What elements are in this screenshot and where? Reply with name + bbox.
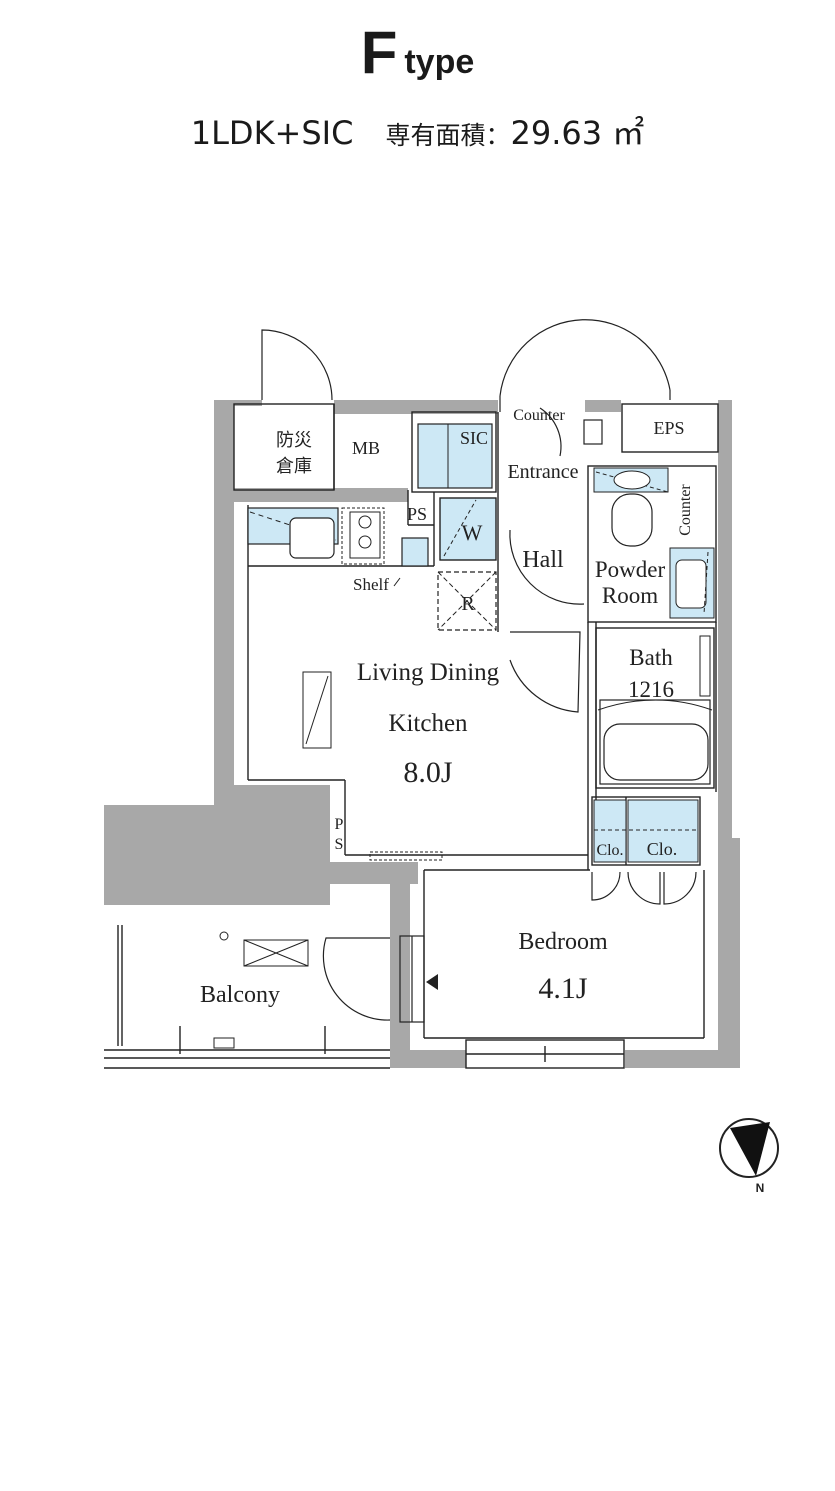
mb-label: MB [352,438,380,458]
type-letter: F [360,19,398,86]
layout-type: 1LDK+SIC [190,114,354,152]
entrance-door-swing [499,319,671,397]
balcony-label: Balcony [200,982,280,1008]
balcony-hatch [243,939,309,967]
shelf-label: Shelf [353,575,389,594]
structural-walls [104,400,740,1068]
ldk-size: 8.0J [403,756,453,789]
ps-top-label: PS [407,504,427,524]
compass-needle-icon [730,1122,770,1176]
window-arrow-icon [426,974,438,990]
area-value: 29.63 [510,114,603,152]
ldk-label-1: Living Dining [357,659,500,686]
closet-door-mid [627,871,661,905]
closet-label-2: Clo. [647,839,678,859]
bath-size: 1216 [628,677,674,702]
hall-label: Hall [522,547,564,573]
bedroom-size: 4.1J [538,972,588,1005]
powder-label-1: Powder [595,557,666,582]
storage-door-swing [261,329,333,401]
ps-side-label-1: P [335,816,344,833]
toilet-icon [611,493,653,547]
kitchen-sink-icon [289,517,335,559]
balcony-door-swing [322,937,391,1021]
counter-side-label: Counter [677,484,694,536]
bedroom-label: Bedroom [518,929,608,955]
fixtures [213,423,715,1049]
bousai-label-2: 倉庫 [276,456,312,476]
hall-door-swing [509,631,581,713]
eps-label: EPS [653,418,684,438]
closet-label-1: Clo. [596,842,623,859]
area-unit: ㎡ [612,114,645,152]
fridge-space [437,571,497,631]
spec-line: 1LDK+SIC 専有面積：29.63 ㎡ [0,108,835,154]
powder-label-2: Room [602,583,658,608]
sic-shelf [417,423,493,489]
entrance-label: Entrance [507,461,578,483]
sic-label: SIC [460,428,488,448]
bath-label: Bath [629,645,673,670]
counter-top-label: Counter [513,407,565,424]
closet-door-left [591,871,621,901]
area-label: 専有面積： [385,121,511,150]
ps-side-label-2: S [335,836,344,853]
room-labels: 防災 倉庫 MB SIC Counter Entrance EPS PS W H… [200,407,694,1008]
compass: N [719,1118,779,1195]
drain-icon [219,931,229,941]
washer-label: W [462,520,483,545]
closet-door-right [663,871,697,905]
closet-2 [627,799,699,863]
washer-pan [439,497,497,561]
shelf-box [401,537,429,567]
type-word: type [404,43,475,81]
closet-1 [593,799,627,863]
door-swings [261,319,697,1023]
ldk-label-2: Kitchen [388,710,468,737]
aircon-unit [302,671,332,749]
powder-door-swing [509,529,585,605]
bousai-label-1: 防災 [276,430,312,450]
compass-n-label: N [756,1181,765,1195]
fridge-label: R [461,593,475,615]
